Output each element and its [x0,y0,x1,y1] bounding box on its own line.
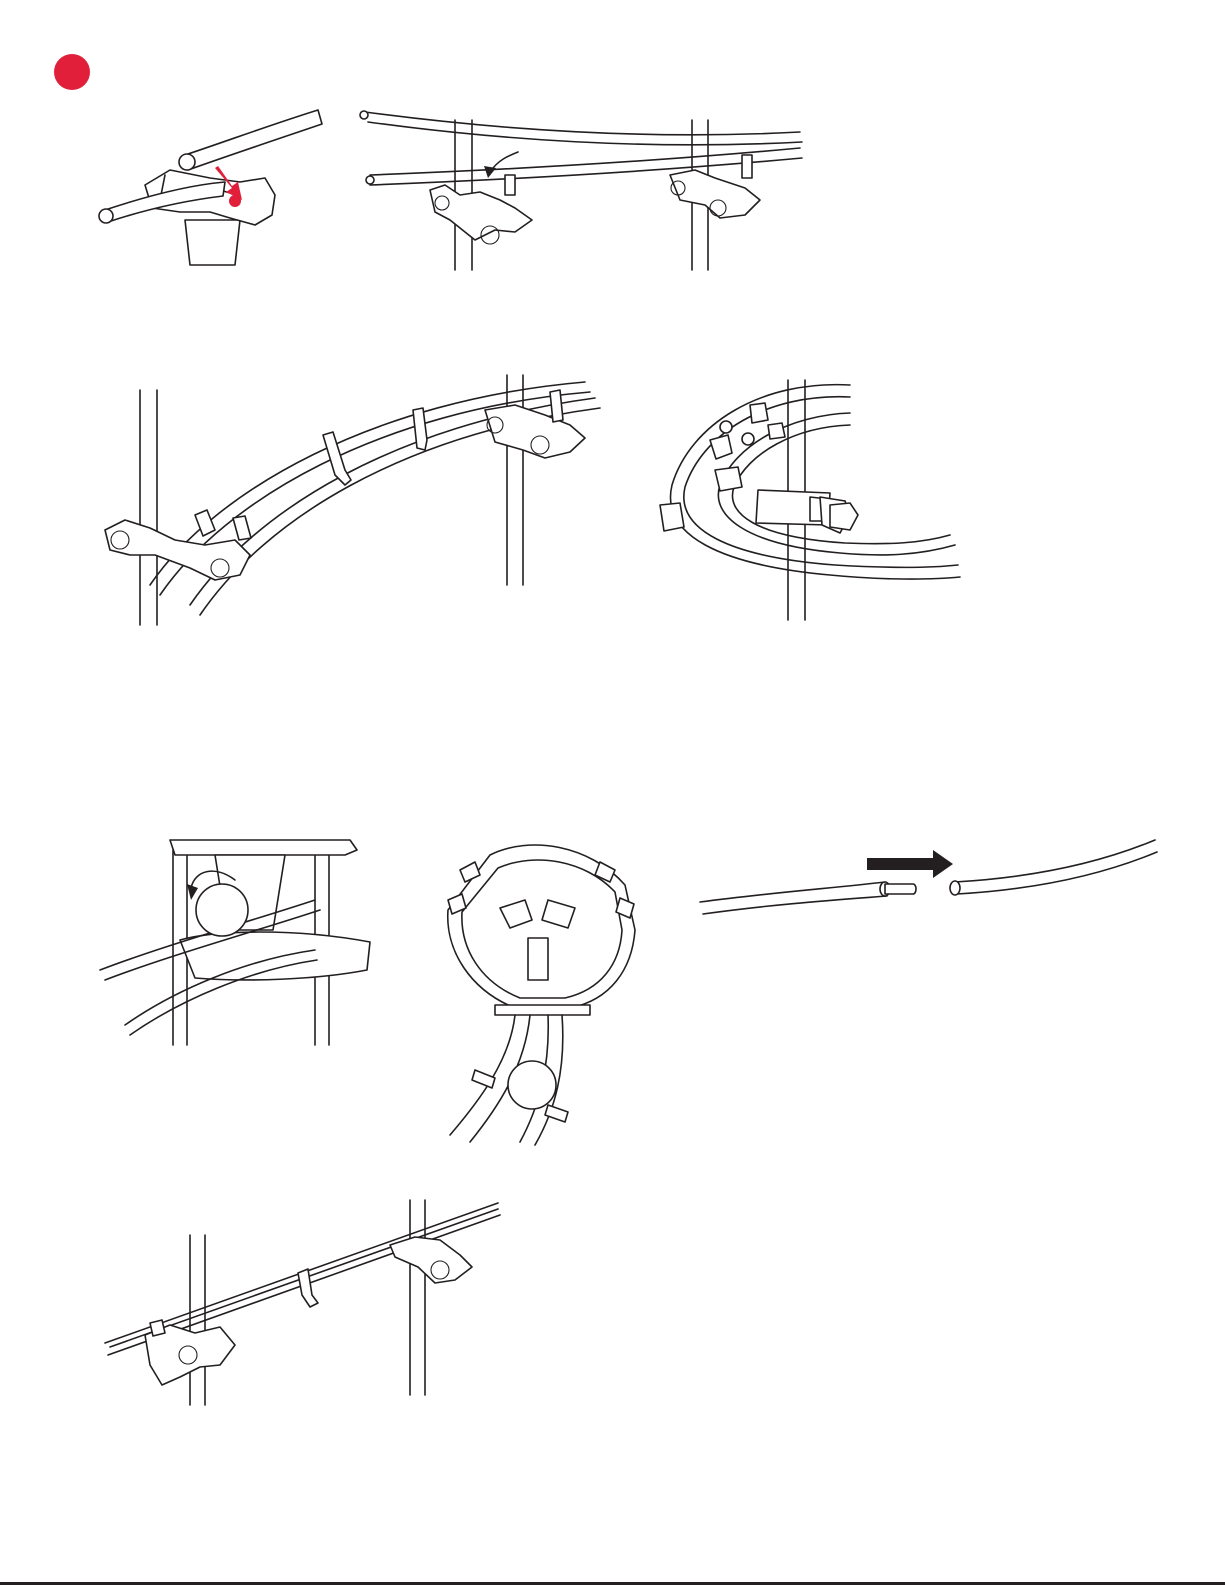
figure-funnel-top-view [440,830,640,1150]
figure-tube-into-clip [90,100,330,275]
clamp-icon [430,155,760,244]
push-arrow-icon [867,850,953,878]
ball-icon [196,884,248,936]
ring-clip-icon [660,403,858,533]
figure-tube-loop-around-post [650,375,970,625]
rotate-arrow-icon [484,152,518,178]
figure-tubes-on-slanted-posts [100,1195,510,1410]
figure-ball-in-funnel [95,830,395,1055]
connector-icon [885,884,916,894]
figure-tubes-on-posts [350,100,820,275]
ball-icon [508,1061,556,1109]
funnel-icon [448,845,635,1015]
clamp-icon [105,405,585,580]
tube-icon [360,111,802,185]
figure-tube-connector-insert [695,830,1165,930]
figure-curved-tubes-across-posts [95,370,615,630]
step-marker-dot [52,52,92,92]
tube-icon [670,385,960,579]
tube-icon [700,840,1157,914]
